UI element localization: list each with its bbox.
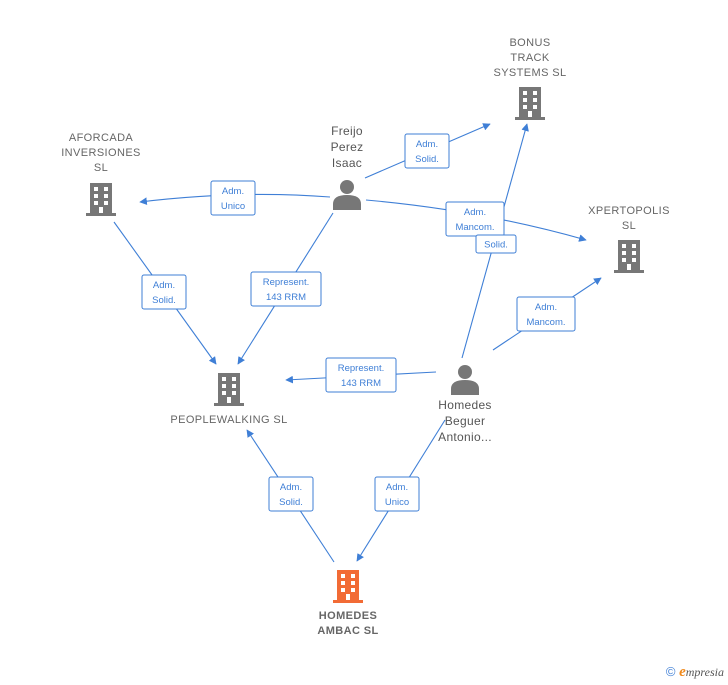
company-label-line: SYSTEMS SL	[493, 67, 566, 79]
relation-label-line: Mancom.	[526, 317, 565, 328]
person-icon	[451, 365, 479, 395]
relation-box[interactable]: Adm. Solid.	[141, 274, 187, 310]
relation-label-line: 143 RRM	[341, 378, 381, 389]
relation-label-line: Solid.	[279, 497, 303, 508]
company-label-line: SL	[94, 162, 108, 174]
person-label-line: Freijo	[331, 124, 363, 138]
relation-label-line: Adm.	[386, 482, 408, 493]
company-label-line: TRACK	[510, 52, 550, 64]
person-icon	[333, 180, 361, 210]
relation-box[interactable]: Adm. Mancom.	[516, 296, 576, 332]
edges	[113, 123, 602, 563]
company-label-line: PEOPLEWALKING SL	[170, 414, 287, 426]
relation-box[interactable]: Represent. 143 RRM	[325, 357, 397, 393]
company-nodes: BONUS TRACK SYSTEMS SL AFORCADA INVERSIONES…	[61, 37, 670, 637]
company-label-line: HOMEDES	[319, 610, 377, 622]
building-icon	[214, 373, 244, 406]
relation-label-line: Mancom.	[455, 222, 494, 233]
person-label-line: Antonio...	[438, 430, 492, 444]
building-icon	[333, 570, 363, 603]
company-label-line: AMBAC SL	[317, 625, 378, 637]
relation-label-line: Adm.	[153, 280, 175, 291]
relation-box[interactable]: Adm. Solid.	[268, 476, 314, 512]
person-label-line: Homedes	[438, 398, 491, 412]
person-label-line: Beguer	[445, 414, 486, 428]
relation-label-line: Represent.	[263, 277, 309, 288]
company-node-aforcada[interactable]: AFORCADA INVERSIONES SL	[61, 132, 141, 216]
company-label-line: INVERSIONES	[61, 147, 141, 159]
relation-box[interactable]: Solid.	[475, 234, 517, 254]
company-node-bonus[interactable]: BONUS TRACK SYSTEMS SL	[493, 37, 566, 120]
person-label-line: Perez	[331, 140, 364, 154]
relation-label-line: Adm.	[535, 302, 557, 313]
copyright-icon: ©	[665, 664, 676, 679]
relation-label-line: Adm.	[222, 186, 244, 197]
relation-label-line: Solid.	[484, 240, 508, 251]
brand-logo[interactable]: empresia	[679, 664, 724, 680]
relation-label-line: Unico	[385, 497, 409, 508]
company-label-line: XPERTOPOLIS	[588, 205, 670, 217]
company-label-line: AFORCADA	[69, 132, 134, 144]
relation-box[interactable]: Represent. 143 RRM	[250, 271, 322, 307]
building-icon	[515, 87, 545, 120]
relation-label-line: Adm.	[464, 207, 486, 218]
building-icon	[86, 183, 116, 216]
company-label-line: BONUS	[509, 37, 550, 49]
company-label-line: SL	[622, 220, 636, 232]
relation-label-line: Adm.	[416, 139, 438, 150]
company-node-peoplewalking[interactable]: PEOPLEWALKING SL	[170, 373, 287, 426]
relation-box[interactable]: Adm. Solid.	[404, 133, 450, 169]
relation-label-line: Solid.	[415, 154, 439, 165]
relation-label-line: Solid.	[152, 295, 176, 306]
relation-label-line: 143 RRM	[266, 292, 306, 303]
relation-box[interactable]: Adm. Mancom.	[445, 201, 505, 237]
relation-box[interactable]: Adm. Unico	[374, 476, 420, 512]
relation-label-line: Unico	[221, 201, 245, 212]
relation-label-line: Represent.	[338, 363, 384, 374]
company-node-homedes[interactable]: HOMEDES AMBAC SL	[317, 570, 378, 637]
company-node-xpertopolis[interactable]: XPERTOPOLIS SL	[588, 205, 670, 273]
relation-box[interactable]: Adm. Unico	[210, 180, 256, 216]
person-label-line: Isaac	[332, 156, 362, 170]
footer-brand: © empresia	[666, 664, 724, 681]
person-node-beguer[interactable]: HomedesBeguerAntonio...	[438, 365, 492, 444]
relation-label-line: Adm.	[280, 482, 302, 493]
relation-labels: Adm.Solid. Adm.Unico Adm.Mancom. Solid. …	[141, 133, 576, 512]
building-icon	[614, 240, 644, 273]
